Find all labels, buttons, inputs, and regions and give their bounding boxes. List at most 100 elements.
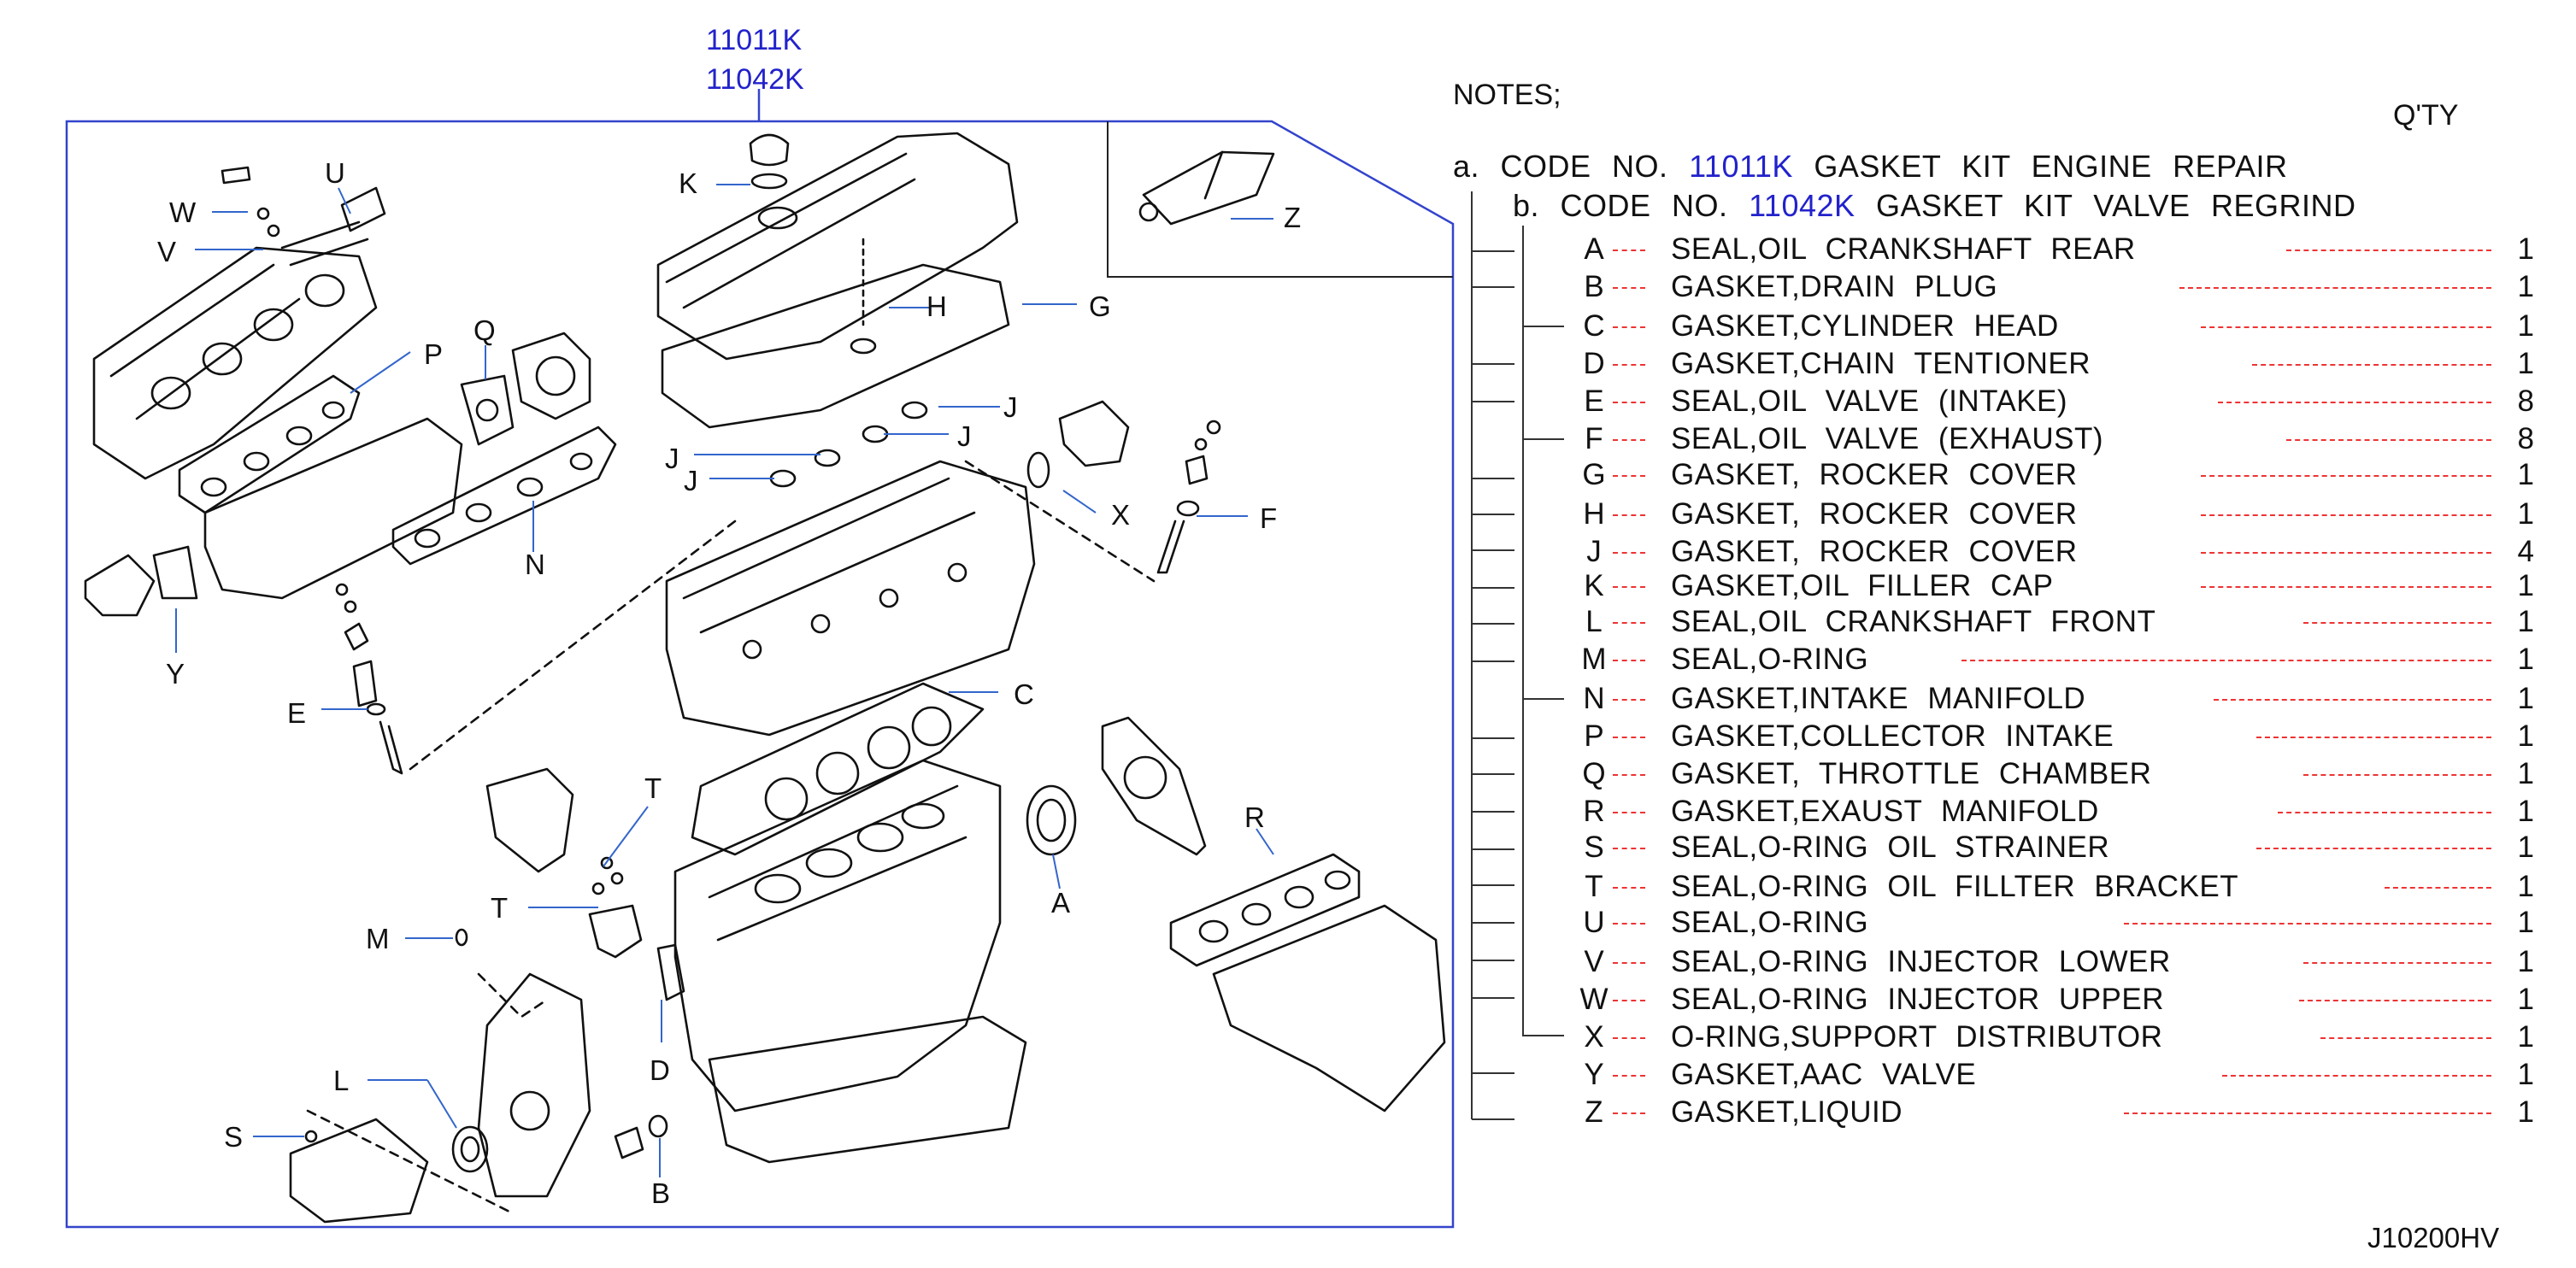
kit-b-bracket xyxy=(1522,226,1564,1036)
leader-dash xyxy=(1613,887,1645,889)
qty-leader-dash xyxy=(2214,699,2491,701)
part-letter: T xyxy=(1585,870,1603,903)
qty-leader-dash xyxy=(2286,439,2491,441)
qty-leader-dash xyxy=(2286,249,2491,251)
part-qty: 1 xyxy=(2517,309,2534,343)
qty-leader-dash xyxy=(2201,514,2491,516)
part-qty: 1 xyxy=(2517,1095,2534,1129)
part-description: SEAL,OIL CRANKSHAFT REAR xyxy=(1671,232,2136,266)
part-qty: 1 xyxy=(2517,870,2534,903)
part-letter: D xyxy=(1583,347,1605,380)
leader-dash xyxy=(1613,475,1645,477)
qty-leader-dash xyxy=(2299,1000,2491,1001)
callout-A: A xyxy=(1051,887,1071,919)
qty-leader-dash xyxy=(2201,326,2491,328)
kit-b-text2: GASKET KIT VALVE REGRIND xyxy=(1876,188,2356,223)
callout-P: P xyxy=(424,338,444,370)
part-letter: U xyxy=(1583,906,1605,939)
leader-dash xyxy=(1613,622,1645,624)
part-description: SEAL,O-RING xyxy=(1671,906,1869,939)
leader-dash xyxy=(1613,1000,1645,1001)
kit-a-code-link[interactable]: 11011K xyxy=(1689,149,1793,184)
qty-leader-dash xyxy=(2256,848,2491,849)
part-letter: P xyxy=(1584,719,1604,753)
part-qty: 8 xyxy=(2517,422,2534,455)
part-qty: 1 xyxy=(2517,643,2534,676)
intake-gasket-icon xyxy=(391,426,617,566)
rocker-cover-gasket-icon xyxy=(661,263,1010,429)
intake-manifold-icon xyxy=(203,417,463,600)
leader-dash xyxy=(1613,1112,1645,1114)
callout-X: X xyxy=(1111,499,1131,531)
leader-dash xyxy=(1613,923,1645,925)
part-letter: A xyxy=(1584,232,1604,266)
qty-leader-dash xyxy=(2256,737,2491,738)
qty-leader-dash xyxy=(2222,1075,2491,1077)
kit-code-top-2[interactable]: 11042K xyxy=(706,63,804,96)
part-description: GASKET,DRAIN PLUG xyxy=(1671,270,1998,303)
part-description: SEAL,O-RING xyxy=(1671,643,1869,676)
leader-dash xyxy=(1613,552,1645,554)
throttle-gasket-icon xyxy=(460,374,515,446)
kit-b-row: b. CODE NO. 11042K GASKET KIT VALVE REGR… xyxy=(1513,188,2356,224)
part-qty: 8 xyxy=(2517,385,2534,418)
chain-tensioner-gasket-icon xyxy=(656,943,685,1001)
part-description: SEAL,O-RING OIL STRAINER xyxy=(1671,831,2110,864)
notes-label: NOTES; xyxy=(1453,79,1561,111)
leader-dash xyxy=(1613,699,1645,701)
part-letter: R xyxy=(1583,795,1605,828)
part-letter: N xyxy=(1583,682,1605,715)
parts-row-t[interactable]: T SEAL,O-RING OIL FILLTER BRACKET 1 xyxy=(1577,870,2534,904)
leader-dash xyxy=(1613,737,1645,738)
kit-code-top-1[interactable]: 11011K xyxy=(706,24,803,56)
part-letter: F xyxy=(1585,422,1603,455)
part-letter: Z xyxy=(1585,1095,1603,1129)
part-letter: L xyxy=(1585,605,1603,638)
part-qty: 1 xyxy=(2517,569,2534,602)
callout-F: F xyxy=(1260,502,1278,534)
leader-dash xyxy=(1613,774,1645,776)
part-letter: C xyxy=(1583,309,1605,343)
callout-N: N xyxy=(525,549,545,580)
collector-gasket-icon xyxy=(178,374,361,514)
parts-row-z[interactable]: Z GASKET,LIQUID 1 xyxy=(1577,1095,2534,1130)
part-description: GASKET, ROCKER COVER xyxy=(1671,458,2078,491)
callout-U: U xyxy=(325,157,345,189)
part-description: SEAL,O-RING OIL FILLTER BRACKET xyxy=(1671,870,2239,903)
part-letter: W xyxy=(1579,983,1609,1016)
part-letter: S xyxy=(1584,831,1604,864)
part-letter: G xyxy=(1582,458,1606,491)
callout-Z: Z xyxy=(1284,202,1302,233)
kit-b-code-link[interactable]: 11042K xyxy=(1749,188,1856,223)
oil-pan-icon xyxy=(708,1015,1027,1164)
part-description: GASKET,LIQUID xyxy=(1671,1095,1903,1129)
drain-plug-icon xyxy=(614,1126,644,1159)
diagram-frame xyxy=(65,120,1455,1229)
leader-dash xyxy=(1613,812,1645,813)
qty-leader-dash xyxy=(2278,812,2491,813)
rear-seal-icon xyxy=(1026,784,1077,856)
